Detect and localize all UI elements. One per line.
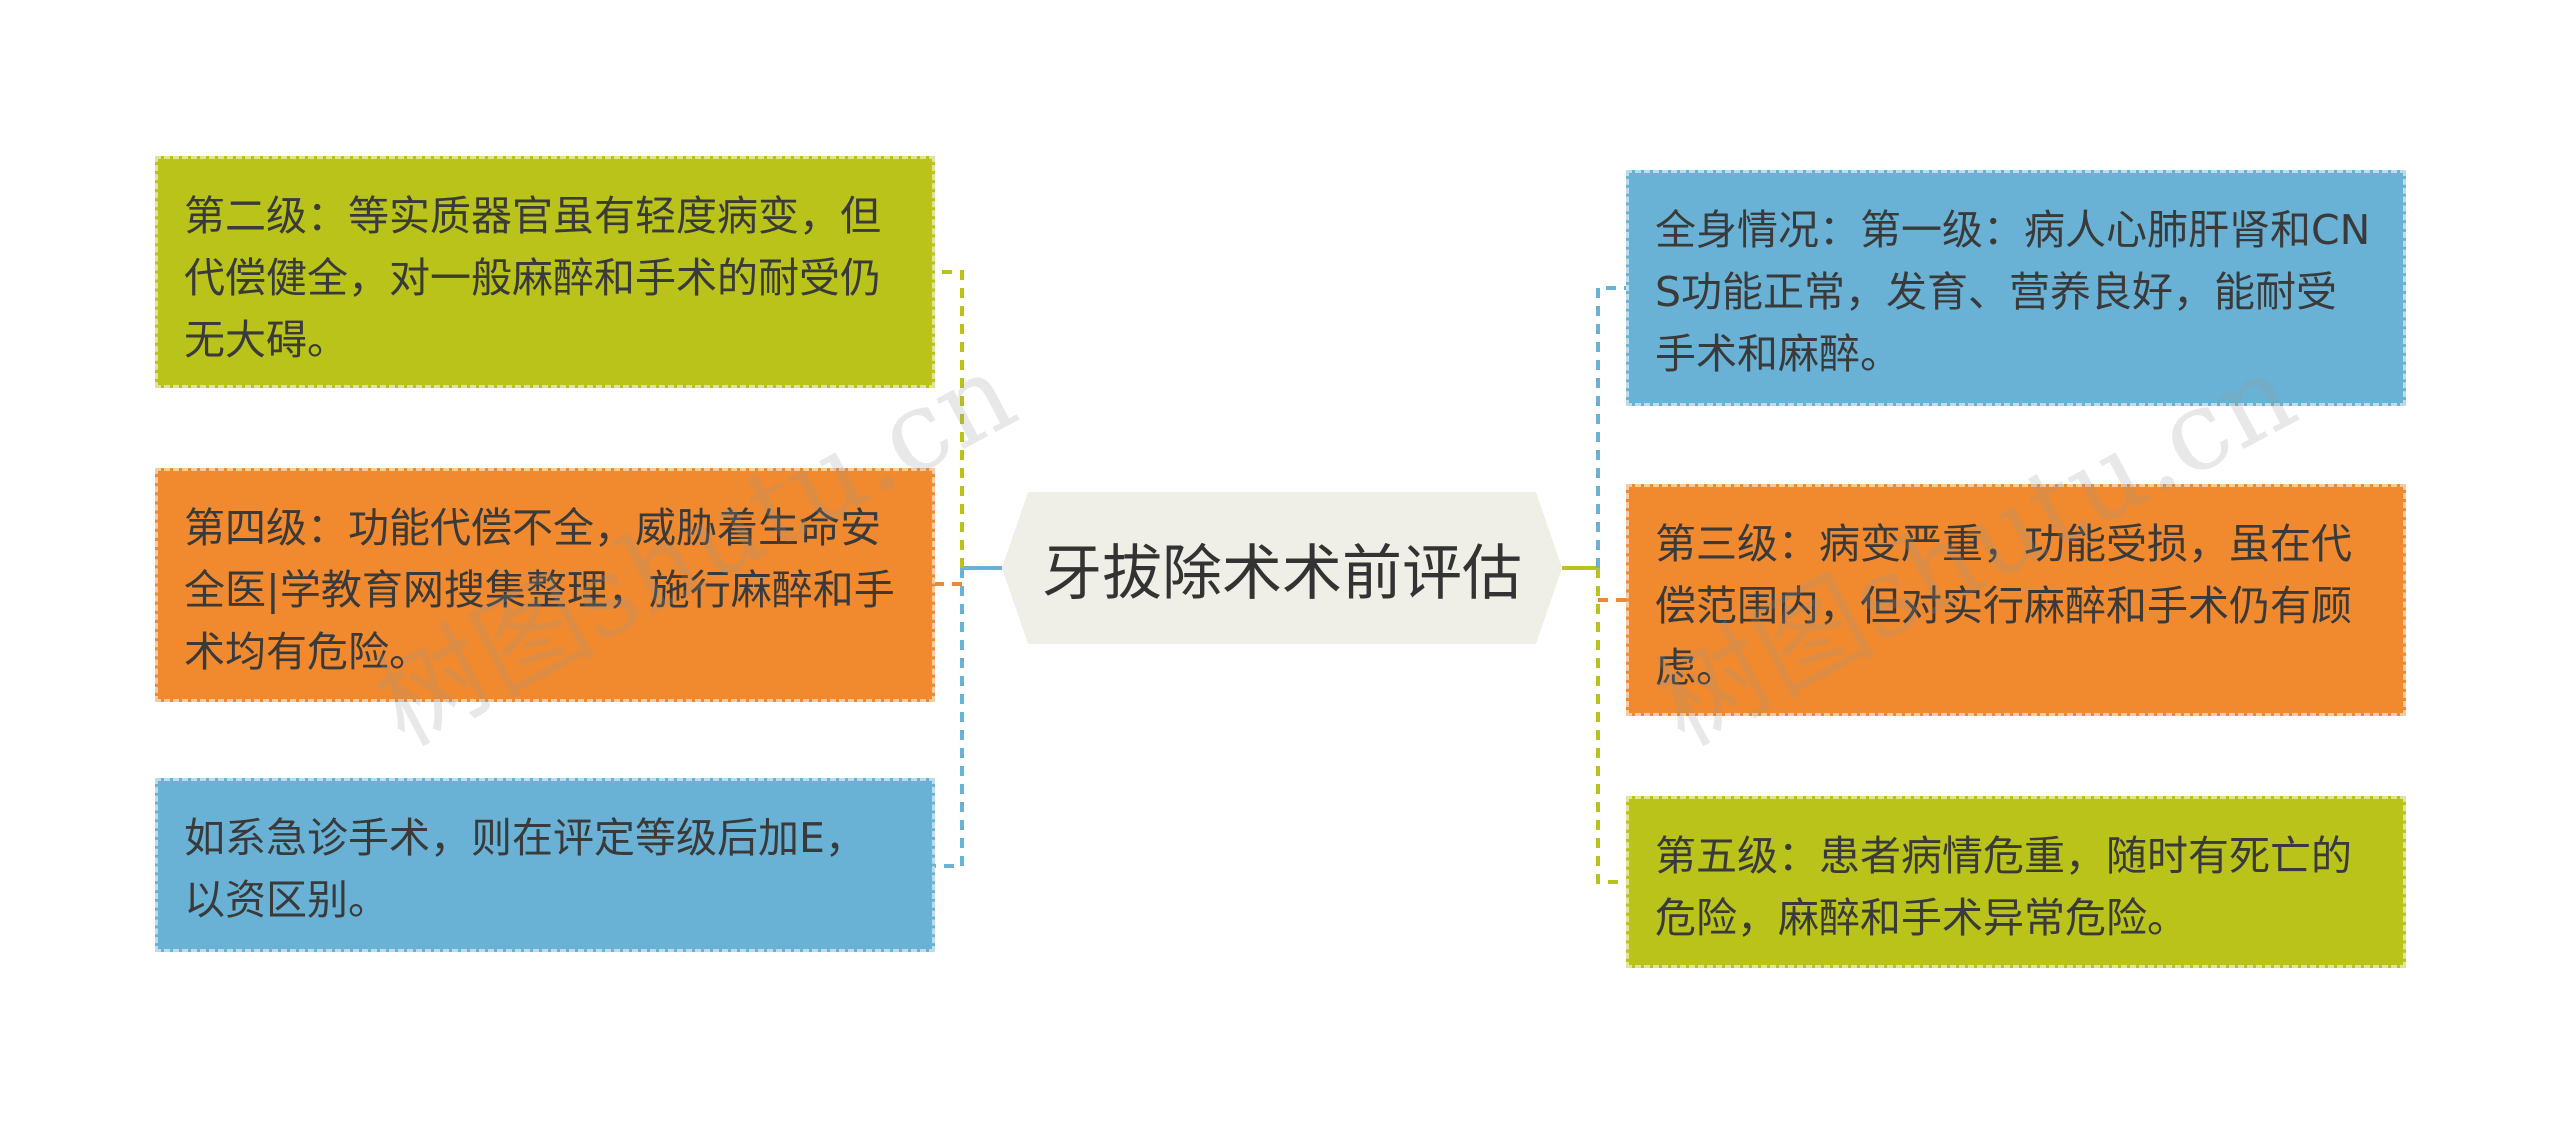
link-right-1 <box>1596 286 1626 568</box>
node-level-4: 第四级：功能代偿不全，威胁着生命安全医|学教育网搜集整理，施行麻醉和手术均有危险… <box>155 468 935 702</box>
root-shape <box>1002 492 1562 644</box>
node-level-1: 全身情况：第一级：病人心肺肝肾和CNS功能正常，发育、营养良好，能耐受手术和麻醉… <box>1626 170 2406 406</box>
node-level-3: 第三级：病变严重，功能受损，虽在代偿范围内，但对实行麻醉和手术仍有顾虑。 <box>1626 484 2406 716</box>
node-level-2: 第二级：等实质器官虽有轻度病变，但代偿健全，对一般麻醉和手术的耐受仍无大碍。 <box>155 156 935 388</box>
link-left-3 <box>935 568 964 868</box>
node-emergency: 如系急诊手术，则在评定等级后加E，以资区别。 <box>155 778 935 952</box>
node-level-5: 第五级：患者病情危重，随时有死亡的危险，麻醉和手术异常危险。 <box>1626 796 2406 968</box>
root-node: 牙拔除术术前评估 <box>1002 492 1562 644</box>
link-right-3 <box>1596 568 1626 884</box>
link-left-1 <box>935 270 964 568</box>
root-title: 牙拔除术术前评估 <box>1042 538 1522 609</box>
